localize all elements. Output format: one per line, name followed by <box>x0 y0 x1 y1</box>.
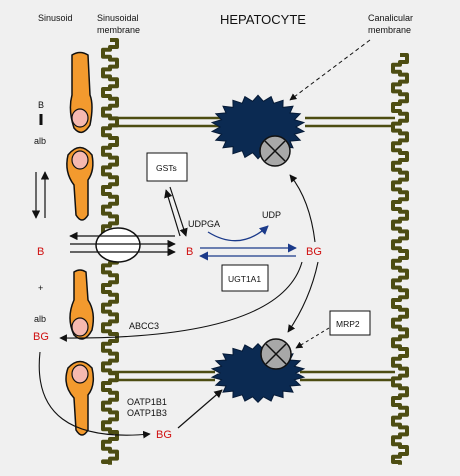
bond-bar <box>39 114 43 125</box>
transporter-top-icon <box>259 135 291 167</box>
arrow-bg-to-bottom-canaliculus <box>287 261 319 333</box>
rbc-3-nucleus <box>71 317 89 337</box>
rbc-2-nucleus <box>71 150 89 170</box>
label-b-center: B <box>186 246 193 258</box>
label-udp: UDP <box>262 210 281 220</box>
arrow-gsts-down <box>169 186 188 237</box>
label-oatp1b3: OATP1B3 <box>127 408 167 418</box>
label-alb-bottom: alb <box>34 314 46 324</box>
arrow-udpga-udp <box>207 225 269 242</box>
label-sinusoidal-2: membrane <box>97 25 140 35</box>
canalicular-pointer <box>289 39 371 101</box>
gsts-box <box>146 152 188 182</box>
label-b-left: B <box>37 246 44 258</box>
label-sinusoidal-1: Sinusoidal <box>97 13 139 23</box>
rbc-4-nucleus <box>71 364 89 384</box>
arrow-sinusoid-to-bg-bottom <box>38 351 151 439</box>
label-hepatocyte: HEPATOCYTE <box>220 12 306 27</box>
label-sinusoid: Sinusoid <box>38 13 73 23</box>
label-plus: + <box>38 283 43 293</box>
arrow-gsts-up <box>164 189 181 237</box>
label-mrp2: MRP2 <box>336 319 360 329</box>
canalicular-membrane <box>391 53 409 465</box>
rbc-1-nucleus <box>71 108 89 128</box>
label-canalicular-2: membrane <box>368 25 411 35</box>
arrow-bg-to-top-canaliculus <box>289 174 316 243</box>
tight-junction-bottom <box>110 370 395 382</box>
label-b-top: B <box>38 100 44 110</box>
ugt1a1-box <box>221 264 269 292</box>
label-bg-bottom: BG <box>156 429 172 441</box>
tight-junction-top <box>110 116 395 128</box>
label-gsts: GSTs <box>156 163 177 173</box>
arrow-bg-bottom-to-canaliculus <box>177 389 223 429</box>
label-ugt1a1: UGT1A1 <box>228 274 261 284</box>
mrp2-box <box>329 310 371 336</box>
red-blood-cells <box>65 51 95 436</box>
mrp2-transporter-icon <box>260 338 292 370</box>
label-alb-top: alb <box>34 136 46 146</box>
arrow-bg-to-sinusoid <box>59 261 303 342</box>
membrane-channel <box>95 227 141 263</box>
label-bg-center: BG <box>306 246 322 258</box>
label-abcc3: ABCC3 <box>129 321 159 331</box>
mrp2-pointer <box>295 327 330 349</box>
label-bg-left: BG <box>33 331 49 343</box>
label-canalicular-1: Canalicular <box>368 13 413 23</box>
label-oatp1b1: OATP1B1 <box>127 397 167 407</box>
label-udpga: UDPGA <box>188 219 220 229</box>
